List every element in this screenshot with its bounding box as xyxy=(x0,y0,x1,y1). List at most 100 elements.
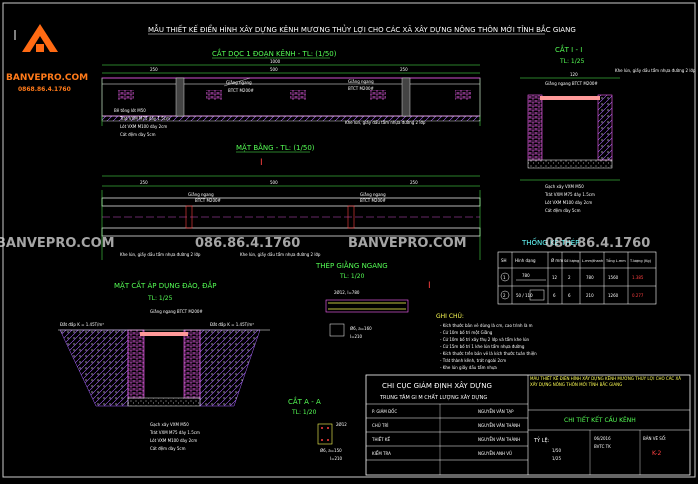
svg-text:780: 780 xyxy=(522,273,530,278)
svg-text:- Khe lún giấy dầu tẩm nhựa: - Khe lún giấy dầu tẩm nhựa xyxy=(440,365,497,370)
svg-text:Trát VXM M75 dày 1.5cm: Trát VXM M75 dày 1.5cm xyxy=(544,192,595,197)
svg-text:BANVEPRO.COM: BANVEPRO.COM xyxy=(0,236,115,251)
general-notes: GHI CHÚ: - Kích thước bản vẽ dùng là cm,… xyxy=(436,313,537,370)
svg-text:I: I xyxy=(260,158,263,168)
plan-title: MẶT BẰNG - TL: (1/50) xyxy=(236,142,315,152)
svg-text:Lót VXM M100 dày 2cm: Lót VXM M100 dày 2cm xyxy=(545,200,592,205)
svg-text:K-2: K-2 xyxy=(652,450,661,457)
section-fill-view: MẶT CẮT ÁP DỤNG ĐÀO, ĐẮP TL: 1/25 Giằng … xyxy=(58,280,270,451)
svg-text:Giằng ngang: Giằng ngang xyxy=(348,79,374,84)
rebar-table-title: THỐNG KÊ THÉP xyxy=(521,237,579,247)
svg-text:T.lượng (Kg): T.lượng (Kg) xyxy=(629,259,652,263)
svg-text:Hình dạng: Hình dạng xyxy=(515,258,536,263)
svg-text:BẢN VẼ SỐ:: BẢN VẼ SỐ: xyxy=(643,436,666,441)
svg-text:Giằng ngang BTCT M200#: Giằng ngang BTCT M200# xyxy=(150,309,203,314)
svg-text:6: 6 xyxy=(553,293,556,298)
svg-text:500: 500 xyxy=(270,67,278,72)
svg-text:TL: 1/20: TL: 1/20 xyxy=(339,273,365,280)
svg-text:L.mm/thanh: L.mm/thanh xyxy=(582,259,603,263)
svg-text:- Cứ 10m bố trí xây thụ 2 lớp: - Cứ 10m bố trí xây thụ 2 lớp và tẩm khe… xyxy=(440,337,529,342)
sheet-border xyxy=(2,2,696,478)
svg-text:Trát VXM M75 dày 1.5cm: Trát VXM M75 dày 1.5cm xyxy=(119,116,170,121)
svg-text:Giằng ngang: Giằng ngang xyxy=(360,192,386,197)
svg-text:KIỂM TRA: KIỂM TRA xyxy=(372,451,391,456)
svg-text:TỶ LỆ:: TỶ LỆ: xyxy=(533,436,550,444)
svg-text:CHI CỤC GIÁM ĐỊNH XÂY DỰNG: CHI CỤC GIÁM ĐỊNH XÂY DỰNG xyxy=(382,381,492,390)
svg-text:Giằng ngang BTCT M200#: Giằng ngang BTCT M200# xyxy=(545,81,598,86)
svg-text:250: 250 xyxy=(400,67,408,72)
svg-text:Cát đệm dày 5cm: Cát đệm dày 5cm xyxy=(120,132,156,137)
long-section-view: CẮT DỌC 1 ĐOẠN KÊNH - TL: (1/50) 1000 25… xyxy=(101,48,481,137)
svg-text:086.86.4.1760: 086.86.4.1760 xyxy=(545,236,650,251)
svg-text:Trát VXM M75 dày 1.5cm: Trát VXM M75 dày 1.5cm xyxy=(149,430,200,435)
svg-text:BTCT M200#: BTCT M200# xyxy=(348,86,375,91)
svg-text:Khe lún, giấy dầu tẩm nhựa đườ: Khe lún, giấy dầu tẩm nhựa đường 2 lớp xyxy=(120,252,201,257)
svg-text:2: 2 xyxy=(568,275,571,280)
rebar-table: THỐNG KÊ THÉP SH Hình dạng Ø mm Số lượng… xyxy=(497,237,657,305)
svg-text:Đắt đắp K = 1.45T/m³: Đắt đắp K = 1.45T/m³ xyxy=(210,322,254,327)
svg-text:NGUYỄN VĂN TẠP: NGUYỄN VĂN TẠP xyxy=(478,409,514,414)
svg-text:Khe lún, giấy dầu tẩm nhựa đườ: Khe lún, giấy dầu tẩm nhựa đường 2 lớp xyxy=(615,68,696,73)
svg-text:BTCT M200#: BTCT M200# xyxy=(228,88,255,93)
svg-text:NGUYỄN VĂN THÀNH: NGUYỄN VĂN THÀNH xyxy=(478,423,520,428)
svg-text:l=210: l=210 xyxy=(350,334,363,339)
svg-text:2Ø12, l=780: 2Ø12, l=780 xyxy=(334,290,360,295)
svg-text:06/2016: 06/2016 xyxy=(594,436,611,441)
svg-text:Đắt đắp K = 1.45T/m³: Đắt đắp K = 1.45T/m³ xyxy=(60,322,104,327)
svg-text:250: 250 xyxy=(140,180,148,185)
svg-text:12: 12 xyxy=(552,275,558,280)
svg-text:- Trát thành kênh, trát ngoài: - Trát thành kênh, trát ngoài 2cm xyxy=(440,358,506,363)
svg-text:Bê tông lót M50: Bê tông lót M50 xyxy=(114,108,146,113)
svg-text:BANVEPRO.COM: BANVEPRO.COM xyxy=(348,236,467,251)
svg-text:780: 780 xyxy=(586,275,594,280)
svg-text:1260: 1260 xyxy=(608,293,619,298)
svg-text:50 / 110: 50 / 110 xyxy=(516,293,533,298)
section-a-view: CẮT A - A TL: 1/20 2Ø12 Ø6, a=150 l=210 xyxy=(288,396,347,461)
beam-detail-view: THÉP GIẰNG NGANG TL: 1/20 2Ø12, l=780 Ø6… xyxy=(315,260,409,339)
svg-text:NGUYỄN ANH VŨ: NGUYỄN ANH VŨ xyxy=(478,451,512,456)
plan-view: MẶT BẰNG - TL: (1/50) I 250 500 250 Giằn… xyxy=(101,142,481,260)
svg-text:Ø6, a=150: Ø6, a=150 xyxy=(320,448,342,453)
svg-text:1560: 1560 xyxy=(608,275,619,280)
svg-text:l=210: l=210 xyxy=(330,456,343,461)
svg-text:Lót VXM M100 dày 2cm: Lót VXM M100 dày 2cm xyxy=(120,124,167,129)
svg-text:- Cứ 15m bố trí 1 khe lún tẩm: - Cứ 15m bố trí 1 khe lún tẩm nhựa đường xyxy=(440,344,525,349)
svg-text:086.86.4.1760: 086.86.4.1760 xyxy=(195,236,300,251)
logo-brand: BANVEPRO.COM xyxy=(6,73,88,83)
svg-text:0.277: 0.277 xyxy=(632,293,644,298)
sheet-title: MẪU THIẾT KẾ ĐIỂN HÌNH XÂY DỰNG KÊNH MƯƠ… xyxy=(148,24,576,34)
svg-text:Cát đệm dày 5cm: Cát đệm dày 5cm xyxy=(150,446,186,451)
svg-text:CẮT I - I: CẮT I - I xyxy=(555,44,582,54)
svg-text:Ø6, a=160: Ø6, a=160 xyxy=(350,326,372,331)
svg-text:120: 120 xyxy=(570,72,578,77)
svg-text:TL: 1/25: TL: 1/25 xyxy=(559,58,585,65)
svg-text:BVTC TK: BVTC TK xyxy=(594,444,611,449)
svg-text:TRUNG TÂM GI M CHẤT LƯỢNG XÂ: TRUNG TÂM GI M CHẤT LƯỢNG XÂY DỰNG xyxy=(379,393,487,401)
svg-text:TL: 1/25: TL: 1/25 xyxy=(147,295,173,302)
svg-text:THÉP GIẰNG NGANG: THÉP GIẰNG NGANG xyxy=(315,260,388,270)
svg-text:BTCT M200#: BTCT M200# xyxy=(360,198,387,203)
svg-text:Gạch xây VXM M50: Gạch xây VXM M50 xyxy=(150,422,189,427)
watermark: BANVEPRO.COM 086.86.4.1760 BANVEPRO.COM … xyxy=(0,236,650,251)
svg-text:Khe lún, giấy dầu tẩm nhựa đườ: Khe lún, giấy dầu tẩm nhựa đường 2 lớp xyxy=(345,120,426,125)
svg-text:2Ø12: 2Ø12 xyxy=(336,422,347,427)
logo-phone: 0868.86.4.1760 xyxy=(18,86,71,93)
long-section-title: CẮT DỌC 1 ĐOẠN KÊNH - TL: (1/50) xyxy=(212,48,337,58)
title-block: CHI CỤC GIÁM ĐỊNH XÂY DỰNG TRUNG TÂM GI … xyxy=(365,374,691,476)
logo: BANVEPRO.COM 0868.86.4.1760 xyxy=(6,24,88,93)
svg-text:I: I xyxy=(428,281,431,291)
svg-text:- Kích thước bản vẽ dùng là cm: - Kích thước bản vẽ dùng là cm, cao trìn… xyxy=(440,323,533,328)
svg-text:500: 500 xyxy=(270,180,278,185)
svg-text:250: 250 xyxy=(410,180,418,185)
svg-text:Cát đệm dày 5cm: Cát đệm dày 5cm xyxy=(545,208,581,213)
svg-text:TL: 1/20: TL: 1/20 xyxy=(291,409,317,416)
svg-text:1/25: 1/25 xyxy=(552,456,561,461)
svg-text:1.385: 1.385 xyxy=(632,275,644,280)
svg-text:CẮT A - A: CẮT A - A xyxy=(288,396,321,406)
svg-text:CHI TIẾT KẾT CẤU KÊNH: CHI TIẾT KẾT CẤU KÊNH xyxy=(564,416,636,424)
svg-text:2: 2 xyxy=(503,293,506,298)
svg-text:- Kích thước trên bản vẽ là kí: - Kích thước trên bản vẽ là kích thước t… xyxy=(440,351,537,356)
svg-text:1/50: 1/50 xyxy=(552,448,561,453)
